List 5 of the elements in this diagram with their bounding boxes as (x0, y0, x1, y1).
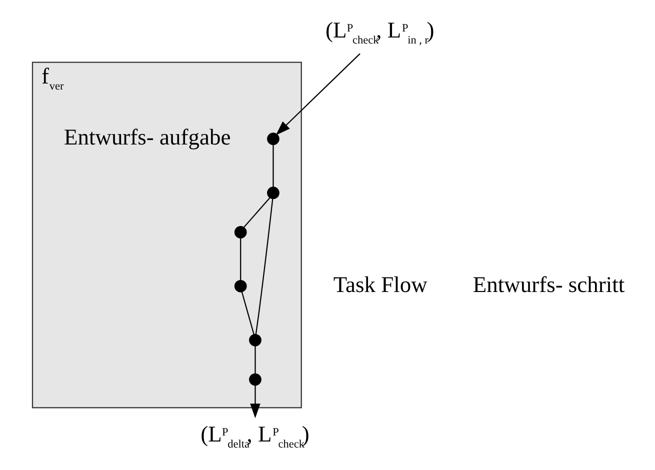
node-text: (L$^{P}$$_{check}$, L$^{P}$$_{in , r}$) (326, 18, 434, 47)
label: Entwurfs- schritt (472, 272, 625, 297)
node-text: (L$^{P}$$_{delta}$, L$^{P}$$_{check}$) (200, 421, 310, 450)
label: Task Flow (333, 272, 428, 297)
label: Entwurfs- aufgabe (64, 124, 231, 150)
